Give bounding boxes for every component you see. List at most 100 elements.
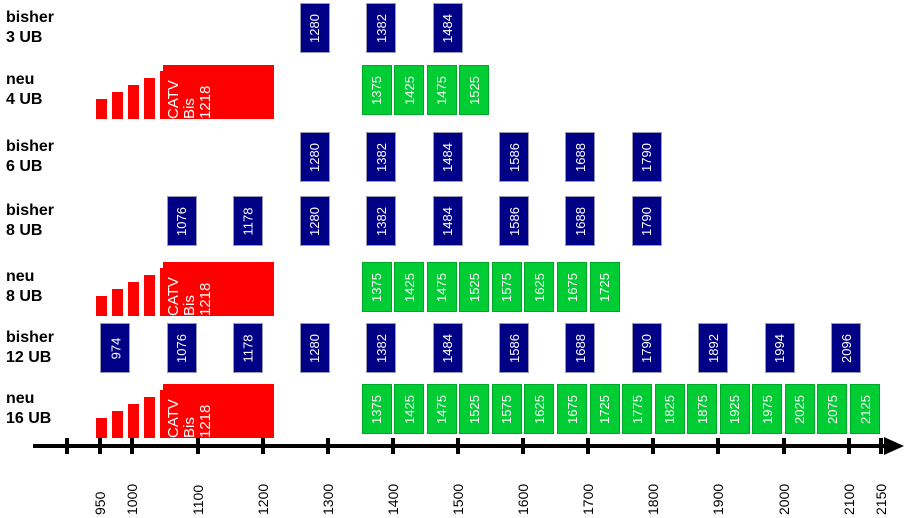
- band-box-value: 1375: [369, 272, 385, 302]
- band-box-1375: 1375: [361, 65, 392, 115]
- band-box-1280: 1280: [299, 132, 330, 182]
- band-box-1484: 1484: [432, 196, 463, 246]
- row-label-line: 6 UB: [6, 158, 43, 175]
- band-box-1178: 1178: [233, 196, 264, 246]
- catv-staircase-bar: [96, 418, 107, 438]
- x-axis-tick-label: 1600: [515, 483, 532, 515]
- band-box-1425: 1425: [394, 384, 425, 434]
- x-axis-tick: [521, 438, 526, 454]
- band-box-1525: 1525: [459, 384, 490, 434]
- band-box-value: 1425: [401, 272, 417, 302]
- band-box-1675: 1675: [556, 384, 587, 434]
- band-box-value: 1625: [531, 272, 547, 302]
- band-box-1475: 1475: [426, 384, 457, 434]
- x-axis-tick: [325, 438, 330, 454]
- catv-block-label-line: Bis: [181, 295, 198, 316]
- band-box-value: 2125: [857, 394, 873, 424]
- catv-staircase-bar: [128, 282, 139, 316]
- band-box-value: 1586: [506, 333, 522, 363]
- band-box-value: 1280: [307, 333, 323, 363]
- band-box-value: 1790: [639, 333, 655, 363]
- catv-staircase-bar: [96, 99, 107, 119]
- band-box-1586: 1586: [499, 132, 529, 182]
- band-box-value: 1475: [434, 75, 450, 105]
- band-box-value: 1280: [307, 142, 323, 172]
- band-box-1688: 1688: [565, 323, 596, 373]
- band-box-2096: 2096: [831, 323, 862, 373]
- band-box-1484: 1484: [432, 3, 463, 53]
- row-label-line: neu: [6, 390, 35, 407]
- band-box-value: 1790: [639, 206, 655, 236]
- band-box-value: 1575: [499, 272, 515, 302]
- x-axis-tick: [716, 438, 721, 454]
- band-box-1825: 1825: [654, 384, 685, 434]
- band-box-1675: 1675: [556, 262, 587, 312]
- band-box-value: 1484: [440, 13, 456, 43]
- band-box-1382: 1382: [366, 3, 397, 53]
- band-box-value: 1280: [307, 13, 323, 43]
- band-box-value: 1725: [597, 394, 613, 424]
- band-box-1994: 1994: [764, 323, 795, 373]
- band-box-1178: 1178: [233, 323, 264, 373]
- x-axis-tick: [260, 438, 265, 454]
- band-box-value: 2075: [824, 394, 840, 424]
- x-axis-tick: [879, 438, 884, 454]
- band-box-value: 1586: [506, 206, 522, 236]
- band-box-value: 1925: [727, 394, 743, 424]
- row-label-line: 8 UB: [6, 288, 43, 305]
- row-label-line: 16 UB: [6, 410, 52, 427]
- band-box-1076: 1076: [166, 323, 197, 373]
- band-box-1586: 1586: [499, 196, 529, 246]
- x-axis-tick: [846, 438, 851, 454]
- band-box-1475: 1475: [426, 65, 457, 115]
- x-axis-tick: [97, 438, 102, 454]
- band-box-value: 1178: [240, 334, 256, 362]
- band-box-1892: 1892: [698, 323, 729, 373]
- x-axis-tick-label: 1900: [710, 483, 727, 515]
- band-box-1875: 1875: [687, 384, 718, 434]
- catv-block-label-line: CATV: [165, 399, 182, 438]
- band-box-value: 1586: [506, 142, 522, 172]
- x-axis-tick: [65, 438, 70, 454]
- band-box-1525: 1525: [459, 262, 490, 312]
- catv-block-label-line: Bis: [181, 417, 198, 438]
- catv-staircase-bar: [112, 92, 123, 119]
- band-box-value: 1280: [307, 206, 323, 236]
- band-box-value: 1790: [639, 142, 655, 172]
- band-box-value: 1475: [434, 272, 450, 302]
- catv-block-label-line: 1218: [197, 404, 214, 438]
- band-box-value: 1484: [440, 333, 456, 363]
- catv-staircase-bar: [144, 275, 155, 316]
- band-box-1382: 1382: [366, 196, 397, 246]
- band-box-value: 1076: [174, 206, 190, 236]
- band-box-value: 1484: [440, 142, 456, 172]
- band-box-1625: 1625: [524, 262, 555, 312]
- band-box-value: 1382: [373, 142, 389, 172]
- band-box-value: 1382: [373, 206, 389, 236]
- band-box-1280: 1280: [299, 3, 330, 53]
- band-box-value: 2025: [792, 394, 808, 424]
- catv-staircase-bar: [112, 411, 123, 438]
- band-box-1925: 1925: [719, 384, 750, 434]
- x-axis-tick-label: 2100: [840, 483, 857, 515]
- x-axis-tick-label: 1300: [319, 483, 336, 515]
- band-box-value: 1775: [629, 394, 645, 424]
- band-box-2125: 2125: [850, 384, 880, 434]
- band-box-value: 2096: [838, 333, 854, 363]
- band-box-1280: 1280: [299, 323, 330, 373]
- band-box-1076: 1076: [166, 196, 197, 246]
- band-box-1475: 1475: [426, 262, 457, 312]
- x-axis-tick: [130, 438, 135, 454]
- catv-block-label-line: 1218: [197, 282, 214, 316]
- band-box-1790: 1790: [631, 132, 662, 182]
- x-axis-tick: [651, 438, 656, 454]
- band-box-value: 1525: [466, 394, 482, 424]
- catv-staircase-bar: [128, 404, 139, 438]
